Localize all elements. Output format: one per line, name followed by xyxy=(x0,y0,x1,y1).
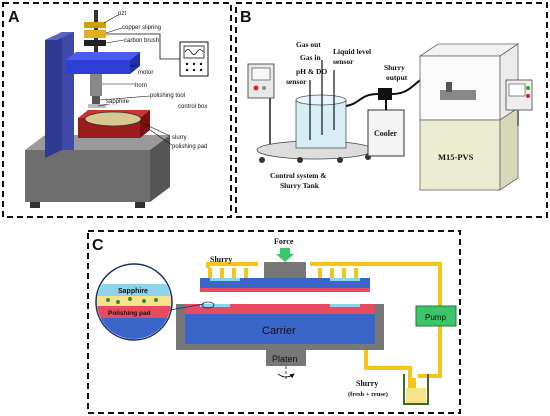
label-control-box: control box xyxy=(178,104,207,110)
panel-c: C Force Slurry xyxy=(87,230,461,414)
label-polishing-pad: polishing pad xyxy=(172,144,207,150)
panel-b: B Gas out Gas in Liquid level sensor pH … xyxy=(235,2,548,218)
slurry-nozzles xyxy=(208,268,358,278)
label-slurry: slurry xyxy=(172,135,187,141)
label-sapphire: sapphire xyxy=(106,99,130,105)
force-arrow xyxy=(276,248,294,262)
platen xyxy=(266,350,306,366)
label-platen: Platen xyxy=(272,354,298,364)
slurry-tank xyxy=(295,99,347,149)
motor-plate-top xyxy=(66,52,140,60)
lower-pad xyxy=(185,304,375,314)
carrier-floor xyxy=(176,344,384,350)
sapphire-sample xyxy=(88,104,106,108)
label-m15-pvs: M15-PVS xyxy=(438,152,474,162)
inset-slurry-layer xyxy=(97,296,171,306)
label-gas-out: Gas out xyxy=(296,40,321,49)
carbon-brush xyxy=(84,40,106,46)
pzt-ring xyxy=(84,22,106,28)
label-liquid-level: Liquid level xyxy=(333,47,371,56)
slurry-beaker xyxy=(403,374,429,405)
polishing-table xyxy=(78,104,150,138)
inset-sapphire xyxy=(97,284,171,296)
label-polishing-tool: polishing tool xyxy=(150,93,185,99)
panel-c-border xyxy=(87,230,461,414)
m15-pvs-machine xyxy=(418,43,533,191)
label-cooler: Cooler xyxy=(374,129,398,138)
inset-label-sapphire: Sapphire xyxy=(118,288,148,295)
label-motor: motor xyxy=(138,70,153,76)
polishing-pad-disk xyxy=(84,111,142,127)
label-slurry-tank: Slurry Tank xyxy=(280,181,320,190)
inset-leader-line xyxy=(169,303,205,311)
control-box xyxy=(106,33,209,77)
pump xyxy=(415,305,457,327)
label-ph-do-sensor: sensor xyxy=(286,77,307,86)
panel-c-letter: C xyxy=(92,237,104,254)
pipe-tank-to-pump xyxy=(345,93,379,107)
label-horn: horn xyxy=(135,83,147,89)
carrier-wall-right xyxy=(375,304,384,350)
control-cable xyxy=(106,33,180,60)
upper-pad xyxy=(200,288,370,292)
cooler xyxy=(367,109,405,157)
label-fresh-reuse: (fresh + reuse) xyxy=(348,391,388,398)
label-slurry-top: Slurry xyxy=(210,255,232,264)
label-carrier: Carrier xyxy=(262,325,296,337)
panel-a: A xyxy=(2,2,232,218)
upper-shaft xyxy=(264,262,306,278)
label-slurry-bottom: Slurry xyxy=(356,379,378,388)
upper-carrier-plate xyxy=(200,278,370,288)
slurry-output-pump xyxy=(378,88,392,100)
copper-slipring xyxy=(84,30,106,38)
inset-label-pad: Polishing pad xyxy=(108,310,151,317)
slurry-pipe xyxy=(206,262,442,388)
label-gas-in: Gas in xyxy=(300,53,321,62)
label-slurry-output-2: output xyxy=(386,73,408,82)
label-carbon-brush: carbon brush xyxy=(124,38,159,44)
motor xyxy=(66,60,130,74)
label-ph-do: pH & DO xyxy=(296,67,327,76)
panel-a-border xyxy=(2,2,232,218)
panel-a-letter: A xyxy=(8,9,20,26)
label-control-system: Control system & xyxy=(270,171,327,180)
label-pump: Pump xyxy=(425,313,446,322)
carrier xyxy=(185,314,375,344)
label-copper-slipring: copper slipring xyxy=(122,25,161,31)
zoom-inset: Sapphire Polishing pad xyxy=(95,263,215,341)
inset-polishing-pad xyxy=(97,306,171,318)
label-slurry-output: Slurry xyxy=(384,63,405,72)
polishing-tool xyxy=(92,96,100,104)
carrier-wall-left xyxy=(176,304,185,350)
rotation-arrow xyxy=(277,373,295,379)
panel-b-border xyxy=(235,2,548,218)
label-liquid-level-sensor: sensor xyxy=(333,57,354,66)
panel-b-letter: B xyxy=(240,9,252,26)
label-force: Force xyxy=(274,237,294,246)
label-pzt: pzt xyxy=(118,11,126,17)
horn xyxy=(90,74,102,96)
machine-column xyxy=(45,32,74,158)
control-system-slurry-tank xyxy=(247,60,374,163)
